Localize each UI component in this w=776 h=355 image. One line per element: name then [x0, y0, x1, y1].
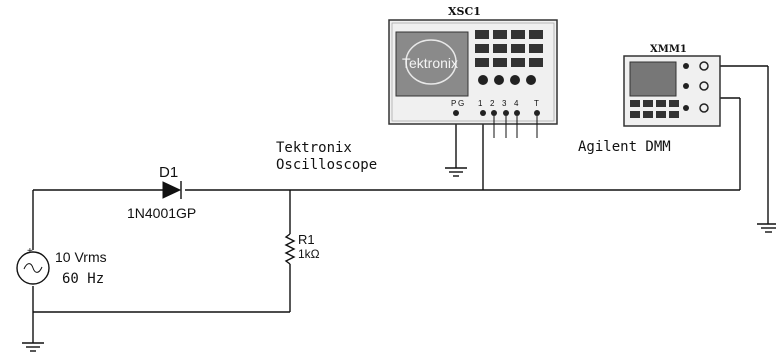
dmm-keypad	[630, 100, 679, 118]
ac-source-symbol[interactable]: +	[16, 246, 50, 285]
scope-probe-leads	[493, 116, 538, 138]
svg-text:4: 4	[514, 99, 519, 108]
multimeter-instrument[interactable]	[623, 55, 721, 127]
oscilloscope-instrument[interactable]: Tektronix P G 1 2 3 4 T	[388, 19, 558, 125]
dmm-terminals	[683, 61, 709, 113]
resistor-ref-label: R1	[298, 232, 315, 247]
svg-text:+: +	[27, 246, 33, 257]
svg-text:T: T	[534, 99, 539, 108]
scope-label-line2: Oscilloscope	[276, 157, 377, 173]
scope-label-line1: Tektronix	[276, 140, 352, 156]
resistor-symbol[interactable]	[284, 233, 296, 265]
svg-text:2: 2	[490, 99, 495, 108]
scope-screen-logo-ring	[405, 39, 457, 85]
wires	[32, 65, 769, 343]
diode-model-label: 1N4001GP	[127, 205, 196, 221]
source-frequency-label: 60 Hz	[62, 271, 104, 287]
source-voltage-label: 10 Vrms	[55, 249, 107, 265]
svg-text:3: 3	[502, 99, 507, 108]
resistor-value-label: 1kΩ	[298, 247, 320, 261]
ground-symbol-dmm	[757, 223, 776, 233]
ground-symbol-scope	[445, 167, 467, 177]
scope-button-grid	[475, 30, 543, 67]
scope-knobs	[478, 75, 536, 85]
dmm-label: Agilent DMM	[578, 139, 671, 155]
ground-symbol-source	[22, 342, 44, 352]
diode-symbol[interactable]	[162, 181, 182, 199]
scope-screen-brand: Tektronix	[402, 55, 458, 71]
scope-terminal-strip: P G 1 2 3 4 T	[451, 99, 540, 116]
dmm-display	[629, 61, 677, 97]
diode-ref-label: D1	[159, 164, 178, 181]
scope-ref-label: XSC1	[448, 5, 481, 18]
dmm-ref-label: XMM1	[650, 44, 687, 55]
svg-text:G: G	[458, 99, 464, 108]
svg-text:1: 1	[478, 99, 483, 108]
svg-text:P: P	[451, 99, 456, 108]
